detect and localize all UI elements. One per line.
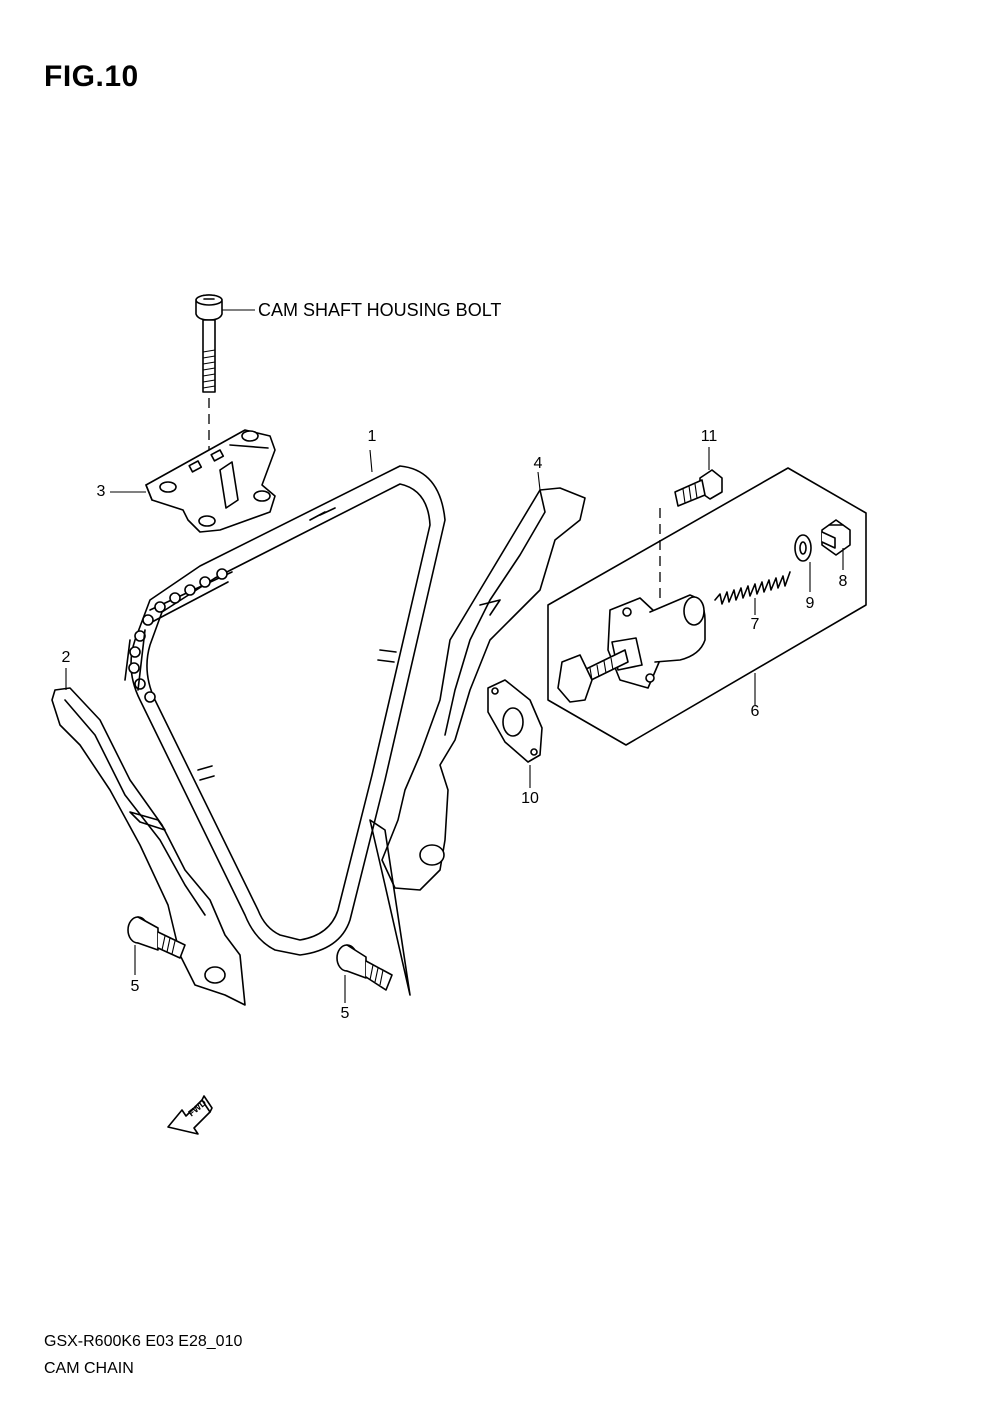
cap-bolt-drawing bbox=[821, 519, 851, 570]
callout-part-5-left: 5 bbox=[130, 978, 140, 995]
tensioner-arm-drawing bbox=[381, 471, 586, 891]
callout-part-10: 10 bbox=[521, 790, 539, 807]
spring-drawing bbox=[714, 571, 791, 605]
callout-part-5-right: 5 bbox=[340, 1005, 350, 1022]
gasket-drawing bbox=[487, 679, 543, 788]
callout-part-2: 2 bbox=[61, 649, 71, 666]
callout-part-9: 9 bbox=[805, 595, 815, 612]
callout-part-1: 1 bbox=[367, 428, 377, 445]
chain-guide-left-drawing bbox=[51, 668, 246, 1006]
guide-pointer-lines bbox=[369, 819, 411, 996]
guide-bolt-right-drawing bbox=[336, 944, 393, 1003]
callout-part-4: 4 bbox=[533, 455, 543, 472]
guide-bolt-left-drawing bbox=[127, 916, 186, 975]
model-code: GSX-R600K6 E03 E28_010 bbox=[44, 1333, 243, 1350]
callout-part-3: 3 bbox=[96, 483, 106, 500]
housing-bolt-label: CAM SHAFT HOUSING BOLT bbox=[258, 300, 502, 320]
callout-part-8: 8 bbox=[838, 573, 848, 590]
callout-part-6: 6 bbox=[750, 703, 760, 720]
callout-part-11: 11 bbox=[700, 428, 718, 445]
washer-drawing bbox=[794, 534, 812, 592]
tensioner-assembly-box bbox=[547, 467, 867, 746]
figure-title: FIG.10 bbox=[44, 60, 139, 93]
fwd-arrow-icon bbox=[167, 1095, 213, 1135]
cam-chain-drawing bbox=[124, 449, 446, 956]
camshaft-housing-drawing bbox=[110, 429, 276, 533]
tensioner-bolt-drawing bbox=[674, 447, 723, 507]
callout-part-7: 7 bbox=[750, 616, 760, 633]
section-name: CAM CHAIN bbox=[44, 1360, 134, 1377]
